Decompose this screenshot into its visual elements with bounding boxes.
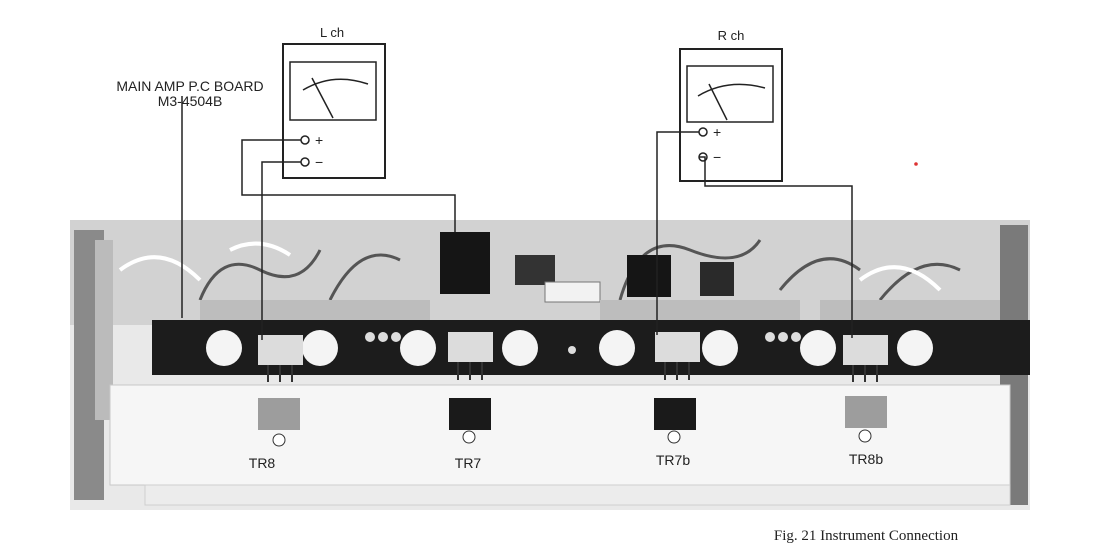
transistor-tr7b xyxy=(654,332,700,444)
meter-left-minus-terminal xyxy=(300,157,310,167)
meter-right-plus-terminal xyxy=(698,127,708,137)
transistor-tr7 xyxy=(448,332,493,444)
label-tr8b: TR8b xyxy=(849,451,883,467)
transistor-tr8b xyxy=(843,335,888,443)
meter-left-minus: − xyxy=(315,154,323,170)
capacitor-left xyxy=(440,232,490,294)
board-label-line1: MAIN AMP P.C BOARD xyxy=(116,78,263,94)
label-tr8: TR8 xyxy=(249,455,276,471)
meter-left-plus-terminal xyxy=(300,135,310,145)
capacitor-right xyxy=(627,255,671,297)
meter-right-plus: + xyxy=(713,124,721,140)
red-dot-mark xyxy=(914,162,918,166)
chassis-photo xyxy=(70,220,1030,510)
label-tr7b: TR7b xyxy=(656,452,690,468)
label-tr7: TR7 xyxy=(455,455,482,471)
meter-right-label: R ch xyxy=(718,28,745,43)
figure-caption: Fig. 21 Instrument Connection xyxy=(774,528,959,544)
meter-left: + − xyxy=(282,43,386,179)
connection-wires xyxy=(181,96,853,340)
meter-left-plus: + xyxy=(315,132,323,148)
meter-right-minus: − xyxy=(713,149,721,165)
meter-left-label: L ch xyxy=(320,25,344,40)
board-label-line2: M3-4504B xyxy=(158,93,223,109)
meter-right: + − xyxy=(679,48,783,182)
transistor-tr8 xyxy=(258,335,303,447)
